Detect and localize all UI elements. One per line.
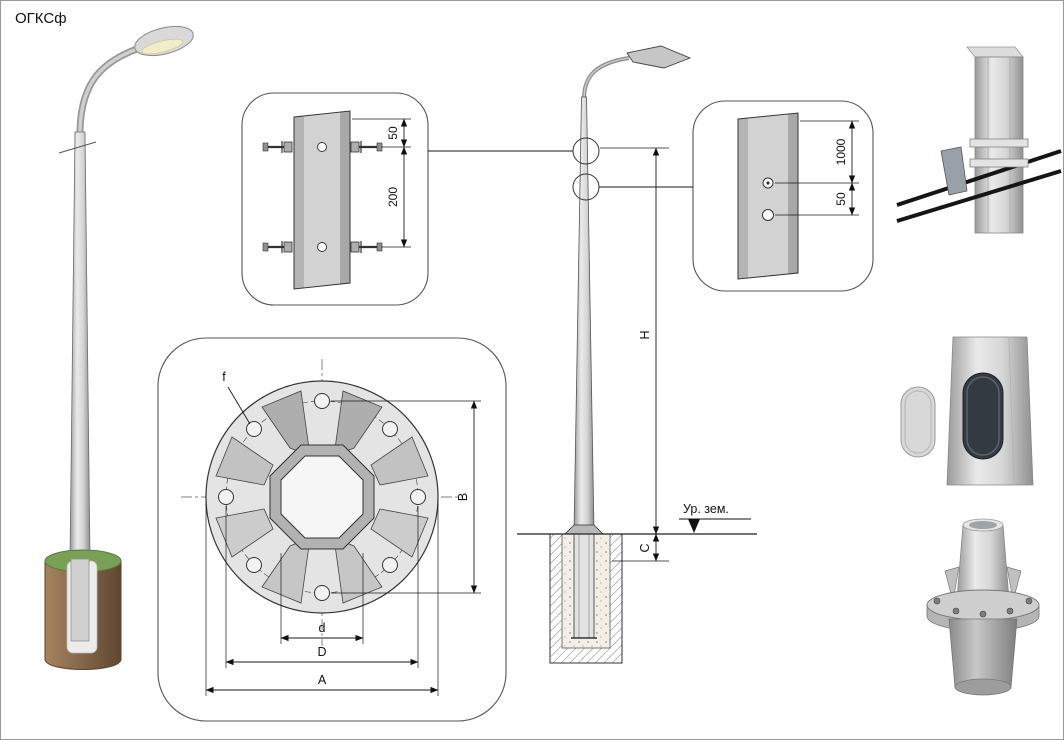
wedge-clamp — [940, 146, 968, 196]
pole-section-outline — [293, 110, 351, 290]
band-clamp-lower — [969, 158, 1029, 168]
foundation-3d — [44, 549, 122, 670]
luminaire — [626, 45, 692, 69]
ground-level-label: Ур. зем. — [683, 502, 729, 516]
door-cover — [900, 386, 936, 458]
elevation-view: Ур. зем. H C — [517, 45, 757, 664]
lamp-arm-3d-highlight — [78, 43, 150, 135]
cable-clamp-render — [896, 46, 1062, 234]
band-clamp-upper — [969, 138, 1029, 148]
gusset-left — [944, 566, 960, 602]
clamp-hole-top — [317, 142, 327, 152]
dim-50-label: 50 — [386, 126, 400, 140]
dim-50b-label: 50 — [834, 192, 848, 206]
dim-H-label: H — [638, 330, 652, 339]
pole-shaft — [573, 96, 595, 533]
pole-top-face — [966, 46, 1024, 58]
ground-level-mark: Ур. зем. — [679, 502, 751, 533]
facet-left-2 — [738, 118, 748, 279]
lamp-arm-highlight — [583, 57, 630, 100]
detail-callout-circle-1 — [572, 137, 600, 165]
pole-section-2 — [738, 113, 798, 279]
holes-detail-view: 1000 50 — [692, 100, 874, 292]
pole-3d-render — [44, 25, 194, 670]
dim-C-label: C — [638, 543, 652, 552]
flange-detail-view: f B d D A — [157, 337, 507, 722]
embedded-pole-3d — [70, 558, 90, 642]
pole-section-outline-2 — [737, 112, 799, 280]
dim-A-label: A — [318, 673, 327, 687]
anchor-sleeve — [948, 618, 1018, 688]
foundation-section — [549, 533, 623, 664]
clamp-hole-bottom — [317, 242, 327, 252]
drawing-title: ОГКСф — [15, 10, 67, 27]
dim-d-label: d — [319, 621, 326, 635]
wiring-hole-bottom — [762, 209, 774, 221]
dim-200-label: 200 — [386, 187, 400, 207]
cable-2 — [896, 169, 1062, 223]
luminaire-3d — [134, 25, 194, 57]
detail-callout-circle-2 — [572, 173, 600, 201]
door-cover-rim — [904, 390, 932, 454]
pole-shaft-3d — [69, 131, 91, 560]
gusset-right — [1006, 566, 1022, 602]
access-door-render — [900, 336, 1034, 486]
facet-right-2 — [788, 113, 798, 274]
tube-bore — [969, 521, 997, 529]
cable-1 — [896, 149, 1062, 207]
dim-B-label: B — [456, 493, 470, 501]
access-opening — [962, 372, 1004, 460]
base-flange-profile — [564, 524, 604, 535]
dim-D-label: D — [317, 645, 326, 659]
sleeve-bottom — [954, 678, 1012, 696]
flange-bolts — [933, 597, 1033, 618]
dim-f-label: f — [222, 370, 226, 384]
hole-center-dot — [766, 181, 770, 185]
clamp-detail-view: 50 200 — [241, 92, 429, 306]
bolt-holes — [218, 393, 426, 601]
pole-break-mark — [58, 141, 97, 154]
dim-1000-label: 1000 — [834, 138, 848, 165]
facet-left — [294, 116, 304, 289]
octagonal-tube-inner — [280, 455, 364, 539]
pole-section — [294, 111, 350, 289]
level-triangle-icon — [688, 519, 700, 533]
opening-rim — [966, 376, 1000, 456]
base-flange-render — [926, 518, 1040, 696]
base-tube — [956, 524, 1010, 600]
embedded-pole-section — [573, 533, 595, 639]
facet-right — [340, 111, 350, 284]
